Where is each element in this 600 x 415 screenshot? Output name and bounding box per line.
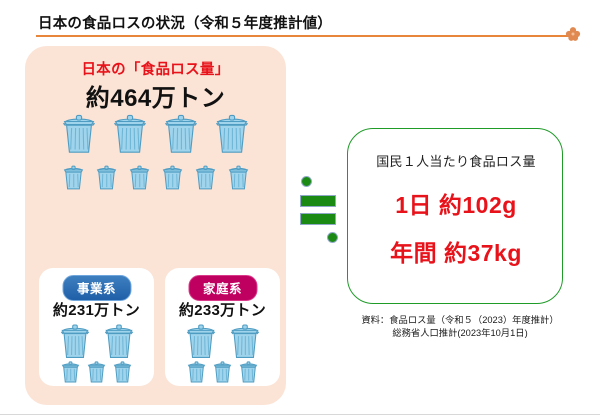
trash-can-icon bbox=[230, 324, 259, 358]
equals-dot-bottom-icon bbox=[327, 232, 338, 243]
equals-bar-top-icon bbox=[300, 195, 336, 207]
small-cans-row bbox=[25, 164, 286, 190]
business-sector-amount: 約231万トン bbox=[52, 302, 141, 319]
per-capita-label: 国民１人当たり食品ロス量 bbox=[376, 154, 536, 169]
trash-can-icon bbox=[87, 361, 106, 383]
trash-can-icon bbox=[162, 165, 182, 190]
food-loss-panel: 日本の「食品ロス量」 約464万トン bbox=[25, 46, 286, 405]
trash-can-icon bbox=[129, 165, 149, 190]
business-sector-box: 事業系 約231万トン bbox=[39, 268, 154, 386]
household-large-cans-row bbox=[165, 322, 280, 359]
trash-can-icon bbox=[215, 114, 249, 153]
trash-can-icon bbox=[187, 361, 206, 383]
trash-can-icon bbox=[164, 114, 198, 153]
title-underline bbox=[36, 35, 569, 37]
household-sector-amount: 約233万トン bbox=[178, 302, 267, 319]
per-year-value: 年間 約37kg bbox=[390, 240, 522, 266]
trash-can-icon bbox=[104, 324, 133, 358]
per-day-value: 1日 約102g bbox=[395, 192, 517, 218]
equals-sign bbox=[296, 170, 342, 250]
equals-dot-top-icon bbox=[301, 176, 312, 187]
per-capita-box: 国民１人当たり食品ロス量 1日 約102g 年間 約37kg bbox=[347, 128, 563, 304]
trash-can-icon bbox=[186, 324, 215, 358]
trash-can-icon bbox=[239, 361, 258, 383]
household-sector-box: 家庭系 約233万トン bbox=[165, 268, 280, 386]
source-line-1: 資料：食品ロス量（令和５（2023）年度推計） bbox=[361, 315, 559, 325]
page-title: 日本の食品ロスの状況（令和５年度推計値） bbox=[38, 16, 332, 32]
trash-can-icon bbox=[195, 165, 215, 190]
household-sector-badge: 家庭系 bbox=[187, 275, 258, 301]
title-bar: 日本の食品ロスの状況（令和５年度推計値） bbox=[0, 0, 600, 44]
trash-can-icon bbox=[63, 165, 83, 190]
business-sector-badge: 事業系 bbox=[61, 275, 132, 301]
trash-can-icon bbox=[213, 361, 232, 383]
trash-can-icon bbox=[60, 324, 89, 358]
trash-can-icon bbox=[61, 361, 80, 383]
trash-can-icon bbox=[113, 361, 132, 383]
equals-bar-bottom-icon bbox=[300, 213, 336, 225]
trash-can-icon bbox=[113, 114, 147, 153]
source-footnote: 資料：食品ロス量（令和５（2023）年度推計） 総務省人口推計(2023年10月… bbox=[344, 314, 576, 341]
flower-decoration-icon bbox=[565, 27, 581, 41]
source-line-2: 総務省人口推計(2023年10月1日) bbox=[392, 328, 528, 339]
trash-can-icon bbox=[96, 165, 116, 190]
trash-can-icon bbox=[62, 114, 96, 153]
business-large-cans-row bbox=[39, 322, 154, 359]
business-small-cans-row bbox=[39, 360, 154, 383]
trash-can-icon bbox=[228, 165, 248, 190]
household-small-cans-row bbox=[165, 360, 280, 383]
large-cans-row bbox=[25, 112, 286, 154]
panel-heading: 日本の「食品ロス量」 bbox=[81, 62, 230, 78]
total-loss-amount: 約464万トン bbox=[85, 85, 226, 112]
